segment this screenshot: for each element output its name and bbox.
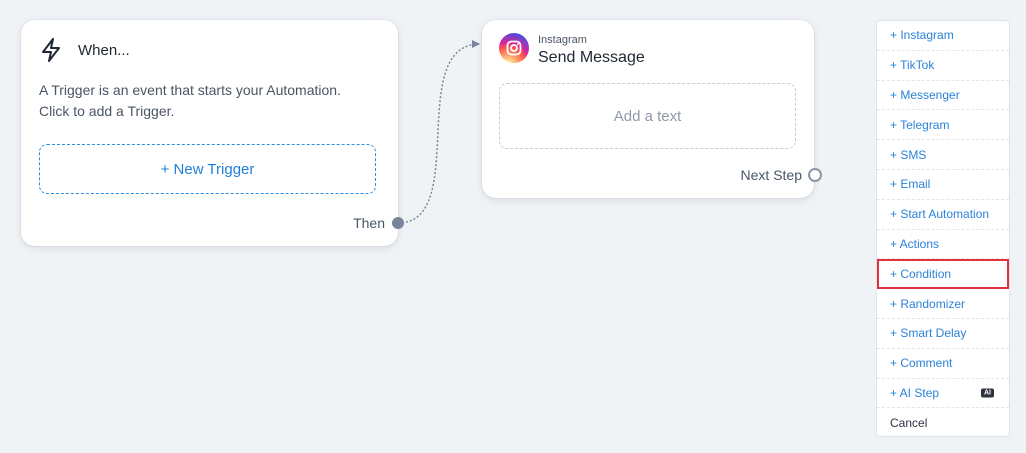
then-output-port[interactable] — [392, 217, 404, 229]
menu-item-sms[interactable]: + SMS — [877, 140, 1009, 170]
trigger-card-title: When... — [78, 41, 130, 59]
next-step-label: Next Step — [740, 167, 802, 183]
trigger-card[interactable]: When... A Trigger is an event that start… — [21, 20, 398, 246]
add-step-menu: + Instagram + TikTok + Messenger + Teleg… — [876, 20, 1010, 437]
menu-item-start-automation[interactable]: + Start Automation — [877, 200, 1009, 230]
menu-item-messenger[interactable]: + Messenger — [877, 81, 1009, 111]
trigger-card-header: When... — [40, 38, 130, 62]
lightning-bolt-icon — [40, 38, 68, 62]
ai-badge: AI — [981, 388, 994, 398]
menu-item-condition[interactable]: + Condition — [877, 259, 1009, 290]
menu-item-instagram[interactable]: + Instagram — [877, 21, 1009, 51]
menu-item-tiktok[interactable]: + TikTok — [877, 51, 1009, 81]
menu-item-actions[interactable]: + Actions — [877, 230, 1009, 260]
menu-cancel-button[interactable]: Cancel — [890, 416, 928, 431]
instagram-icon — [499, 33, 529, 63]
message-card-title: Send Message — [538, 49, 645, 66]
menu-item-comment[interactable]: + Comment — [877, 349, 1009, 379]
then-label: Then — [353, 215, 385, 231]
send-message-card[interactable]: Instagram Send Message Add a text Next S… — [482, 20, 814, 198]
message-channel-label: Instagram — [538, 34, 587, 46]
trigger-card-description: A Trigger is an event that starts your A… — [39, 82, 341, 119]
menu-item-telegram[interactable]: + Telegram — [877, 110, 1009, 141]
add-text-button[interactable]: Add a text — [499, 83, 796, 149]
menu-item-randomizer[interactable]: + Randomizer — [877, 289, 1009, 319]
menu-item-email[interactable]: + Email — [877, 170, 1009, 200]
menu-item-smart-delay[interactable]: + Smart Delay — [877, 319, 1009, 349]
menu-item-ai-step[interactable]: + AI Step AI — [877, 379, 1009, 409]
new-trigger-button[interactable]: + New Trigger — [39, 144, 376, 194]
next-step-output-port[interactable] — [808, 168, 822, 182]
